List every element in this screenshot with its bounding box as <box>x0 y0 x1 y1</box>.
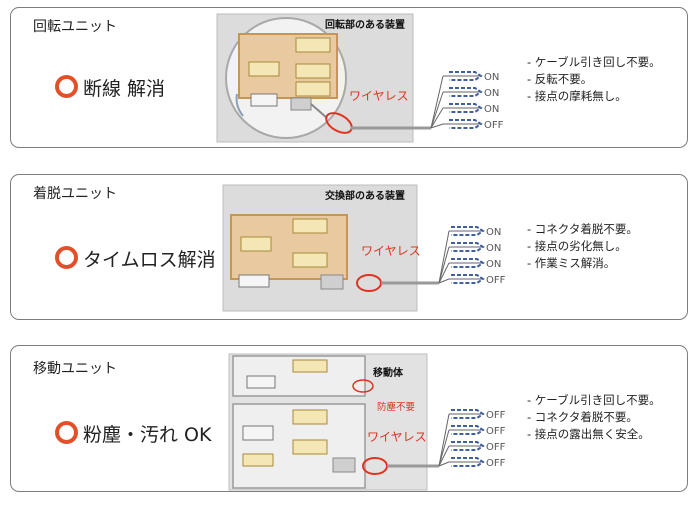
switch-state: ON <box>484 104 499 115</box>
switch-state: ON <box>484 88 499 99</box>
device-label: 回転部のある装置 <box>325 18 405 31</box>
switch-state: OFF <box>486 442 506 453</box>
signal-arrow-icon <box>449 87 483 97</box>
note-item: - 接点の露出無く安全。 <box>527 427 650 441</box>
switch-outputs: ON ON ON OFF <box>430 71 504 131</box>
note-item: - 接点の摩耗無し。 <box>527 89 627 103</box>
signal-arrow-icon <box>449 71 483 81</box>
switch-icon <box>292 359 328 373</box>
wire <box>310 103 328 119</box>
switch-state: OFF <box>486 275 506 286</box>
note-item: - 反転不要。 <box>527 72 593 86</box>
switch-icon <box>240 236 272 252</box>
signal-arrow-icon <box>449 103 483 113</box>
switch-state: OFF <box>484 120 504 131</box>
detachable-device-diagram: 交換部のある装置 ワイヤレス ON ON ON OFF <box>222 184 506 312</box>
wireless-label: ワイヤレス <box>367 430 427 444</box>
signal-arrow-icon <box>451 425 485 435</box>
headline: 粉塵・汚れ OK <box>55 420 211 447</box>
panel-detachable-unit: 着脱ユニット タイムロス解消 - コネクタ着脱不要。 - 接点の劣化無し。 - … <box>10 174 688 320</box>
headline: タイムロス解消 <box>55 245 216 272</box>
switch-icon <box>248 61 280 77</box>
wireless-label: ワイヤレス <box>349 89 409 103</box>
protection-label: 防塵不要 <box>377 401 415 413</box>
rotation-arrow-icon <box>235 93 244 117</box>
switch-icon <box>292 439 328 455</box>
switch-state: ON <box>486 227 501 238</box>
rotation-device-diagram: 回転部のある装置 ワイヤレス ON ON ON <box>216 13 504 143</box>
switch-icon <box>250 93 278 107</box>
switch-icon <box>295 37 331 53</box>
switch-icon <box>242 425 274 441</box>
double-circle-icon <box>55 75 78 98</box>
note-item: - コネクタ着脱不要。 <box>527 222 638 236</box>
wireless-coupler-icon <box>325 112 353 134</box>
signal-arrow-icon <box>451 441 485 451</box>
switch-icon <box>295 81 331 97</box>
device-label: 移動体 <box>373 366 404 379</box>
switch-icon <box>238 274 270 288</box>
switch-state: OFF <box>486 410 506 421</box>
switch-outputs: OFF OFF OFF OFF <box>438 409 506 469</box>
double-circle-icon <box>55 246 78 269</box>
panel-moving-unit: 移動ユニット 粉塵・汚れ OK - ケーブル引き回し不要。 - コネクタ着脱不要… <box>10 345 688 492</box>
panel-title: 着脱ユニット <box>33 186 117 202</box>
headline-text: 断線 解消 <box>83 78 166 100</box>
note-item: - 接点の劣化無し。 <box>527 239 627 253</box>
note-item: - 作業ミス解消。 <box>527 256 616 270</box>
notes-list: - ケーブル引き回し不要。 - 反転不要。 - 接点の摩耗無し。 <box>527 54 661 105</box>
switch-icon <box>292 218 328 234</box>
panel-title: 移動ユニット <box>33 361 117 377</box>
switch-icon <box>292 409 328 425</box>
headline: 断線 解消 <box>55 74 165 101</box>
signal-arrow-icon <box>451 258 485 268</box>
transmitter-box <box>332 457 356 473</box>
wireless-label: ワイヤレス <box>361 244 421 258</box>
switch-icon <box>295 63 331 79</box>
switch-icon <box>242 453 274 467</box>
signal-arrow-icon <box>451 242 485 252</box>
notes-list: - コネクタ着脱不要。 - 接点の劣化無し。 - 作業ミス解消。 <box>527 221 638 272</box>
switch-state: ON <box>486 243 501 254</box>
note-item: - ケーブル引き回し不要。 <box>527 55 661 69</box>
sensor-unit <box>230 214 348 280</box>
signal-arrow-icon <box>449 119 483 129</box>
switch-icon <box>246 375 276 389</box>
signal-arrow-icon <box>451 457 485 467</box>
moving-device-diagram: 移動体 防塵不要 ワイヤレス OFF OFF OFF OFF <box>228 353 506 491</box>
transmitter-box <box>320 274 344 290</box>
headline-text: 粉塵・汚れ OK <box>83 424 212 446</box>
notes-list: - ケーブル引き回し不要。 - コネクタ着脱不要。 - 接点の露出無く安全。 <box>527 392 661 443</box>
double-circle-icon <box>55 421 78 444</box>
switch-state: ON <box>484 72 499 83</box>
switch-outputs: ON ON ON OFF <box>438 226 506 286</box>
signal-arrow-icon <box>451 226 485 236</box>
signal-arrow-icon <box>451 409 485 419</box>
panel-rotation-unit: 回転ユニット 断線 解消 - ケーブル引き回し不要。 - 反転不要。 - 接点の… <box>10 7 688 148</box>
switch-state: OFF <box>486 458 506 469</box>
note-item: - ケーブル引き回し不要。 <box>527 393 661 407</box>
switch-state: OFF <box>486 426 506 437</box>
signal-arrow-icon <box>451 274 485 284</box>
note-item: - コネクタ着脱不要。 <box>527 410 638 424</box>
wireless-coupler-icon <box>352 379 374 393</box>
switch-state: ON <box>486 259 501 270</box>
device-label: 交換部のある装置 <box>325 189 405 202</box>
panel-title: 回転ユニット <box>33 19 117 35</box>
headline-text: タイムロス解消 <box>83 249 216 271</box>
switch-icon <box>292 252 328 268</box>
transmitter-box <box>290 97 312 111</box>
